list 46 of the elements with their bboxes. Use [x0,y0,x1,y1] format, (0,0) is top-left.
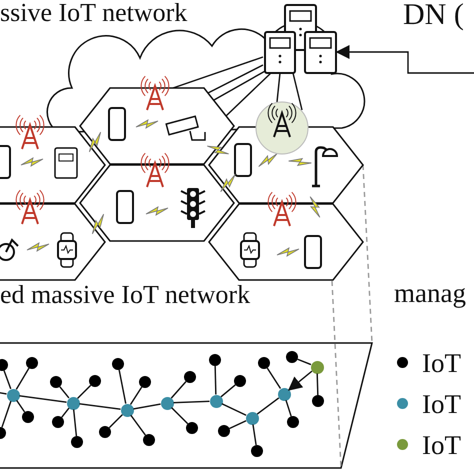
connector-line [130,386,142,405]
connector-line [118,370,126,404]
legend-label: IoT [422,350,461,377]
arrow [336,45,474,74]
connector-line [19,395,67,403]
connector-line [16,368,30,390]
connector-line [72,409,78,436]
connector-line [173,400,210,404]
network-label: DN ( [403,0,464,30]
connector-line [362,164,373,344]
connector-line [285,400,292,416]
network-title: ed massive IoT network [0,282,250,308]
connector-line [266,368,282,389]
connector-line [16,400,26,412]
connector-line [171,407,188,424]
connector-line [170,381,187,399]
connector-line [1,400,12,428]
connector-line [214,69,268,101]
connector-line [61,408,70,418]
connector-line [79,403,121,410]
connector-line [256,397,280,415]
connector-line [297,358,312,366]
connector-line [0,391,7,395]
connector-line [222,403,246,416]
connector-line [77,384,92,399]
legend-heading: manag [394,280,466,307]
connector-line [331,280,342,468]
connector-line [3,370,12,390]
connector-line [130,414,146,436]
connector-line [59,386,70,398]
connector-line [229,420,246,430]
connector-line [292,72,303,110]
connector-line [276,72,281,102]
legend-label: IoT [422,391,461,418]
connector-line [220,384,236,398]
connector-line [108,414,123,428]
connector-line [214,366,217,395]
legend-label: IoT [422,432,461,459]
connector-line [316,373,319,396]
connector-line [208,64,264,94]
connector-line [226,72,272,116]
network-title: ssive IoT network [0,0,188,26]
arrow [288,370,312,391]
connector-line [172,56,264,89]
connector-line [252,424,257,446]
connector-line [133,403,161,410]
